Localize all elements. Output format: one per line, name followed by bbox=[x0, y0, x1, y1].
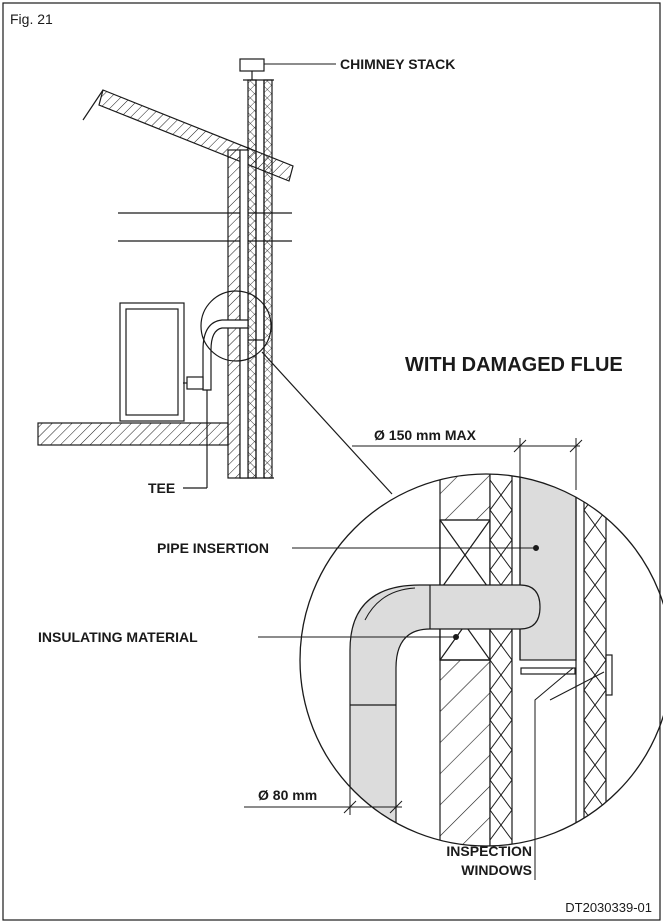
connecting-pipe bbox=[202, 319, 249, 391]
floor-slab bbox=[37, 422, 229, 446]
pipe-insertion bbox=[519, 474, 577, 661]
masonry-wall bbox=[227, 149, 241, 479]
figure-label: Fig. 21 bbox=[10, 11, 53, 27]
dimension-80 bbox=[244, 740, 403, 815]
inspection-window bbox=[520, 667, 576, 675]
inspection-label-line1: INSPECTION bbox=[446, 843, 532, 859]
leader-inspection bbox=[534, 667, 574, 855]
detail-circle bbox=[299, 473, 663, 847]
drawing-code: DT2030339-01 bbox=[565, 900, 652, 915]
flue-wall-left bbox=[247, 79, 257, 479]
inspection-label-line2: WINDOWS bbox=[461, 862, 532, 878]
boiler bbox=[119, 302, 185, 422]
diameter-pipe-label: Ø 80 mm bbox=[258, 787, 317, 803]
tee-label: TEE bbox=[148, 480, 175, 496]
detail-circle-small bbox=[200, 290, 272, 362]
flue-wall-right bbox=[263, 79, 273, 479]
pipe-insertion-label: PIPE INSERTION bbox=[157, 540, 269, 556]
chimney-stack-label: CHIMNEY STACK bbox=[340, 56, 455, 72]
diameter-max-label: Ø 150 mm MAX bbox=[374, 427, 477, 443]
figure-title: WITH DAMAGED FLUE bbox=[405, 354, 623, 376]
insulating-material-label: INSULATING MATERIAL bbox=[38, 629, 198, 645]
chimney-cap bbox=[239, 58, 265, 72]
dimension-150 bbox=[352, 438, 583, 490]
overview-drawing bbox=[37, 58, 393, 495]
